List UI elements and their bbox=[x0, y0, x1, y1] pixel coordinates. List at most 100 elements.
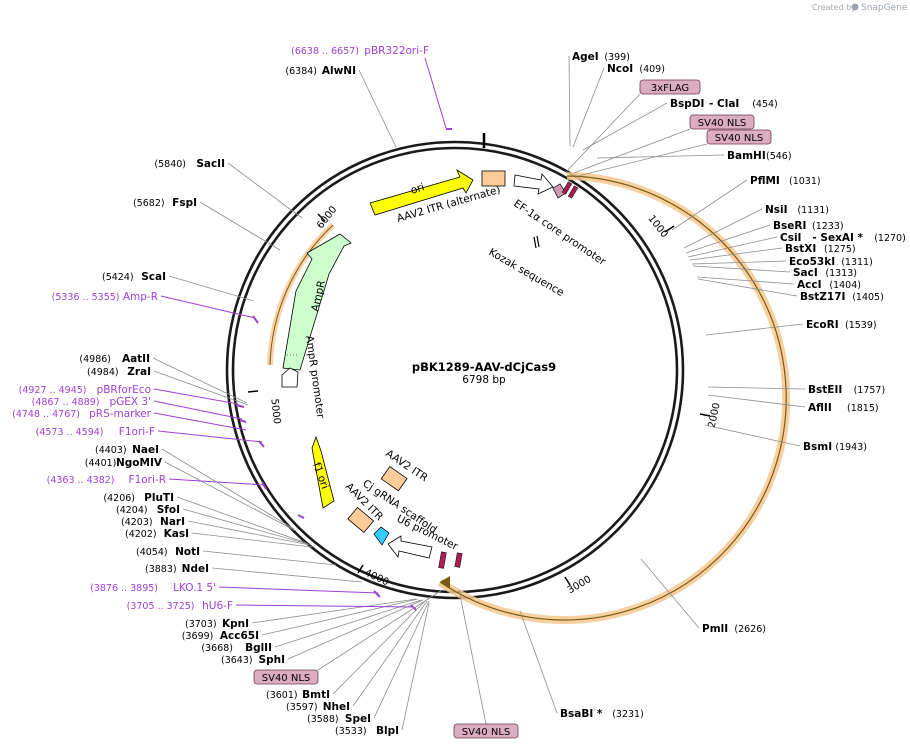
primer-label: pGEX 3'(4867 .. 4889) bbox=[32, 396, 151, 408]
svg-text:- SexAI *: - SexAI * bbox=[812, 232, 863, 244]
primer-label: hU6-F(3705 .. 3725) bbox=[127, 600, 233, 612]
svg-text:(3588): (3588) bbox=[307, 714, 339, 725]
svg-text:AgeI: AgeI bbox=[572, 51, 599, 63]
svg-text:(3883): (3883) bbox=[145, 564, 177, 575]
svg-text:BlpI: BlpI bbox=[376, 725, 399, 737]
site-label-kpni: KpnI(3703) bbox=[185, 618, 249, 630]
svg-text:(3876 .. 3895): (3876 .. 3895) bbox=[90, 583, 158, 594]
svg-text:3xFLAG: 3xFLAG bbox=[651, 83, 689, 94]
svg-text:F1ori-R: F1ori-R bbox=[129, 474, 166, 486]
svg-text:(1815): (1815) bbox=[847, 403, 879, 414]
svg-text:PflMI: PflMI bbox=[750, 175, 780, 187]
svg-text:(3699): (3699) bbox=[182, 631, 214, 642]
site-label-ndei: NdeI(3883) bbox=[145, 563, 209, 575]
feature-box-label: 3xFLAG bbox=[639, 79, 701, 95]
kozak-mark-2 bbox=[536, 235, 540, 248]
site-label-bsmi: BsmI(1943) bbox=[803, 441, 867, 453]
svg-text:SV40 NLS: SV40 NLS bbox=[715, 133, 764, 144]
svg-text:(4927 .. 4945): (4927 .. 4945) bbox=[19, 385, 87, 396]
svg-text:pBRforEco: pBRforEco bbox=[97, 384, 151, 396]
svg-text:(4401): (4401) bbox=[85, 458, 117, 469]
ef1a-arrow bbox=[513, 173, 554, 195]
site-label-nari: NarI(4203) bbox=[121, 516, 185, 528]
svg-text:(399): (399) bbox=[604, 52, 630, 63]
site-label-fspi: FspI(5682) bbox=[133, 197, 197, 209]
svg-text:(409): (409) bbox=[639, 64, 665, 75]
plasmid-name: pBK1289-AAV-dCjCas9 bbox=[412, 360, 556, 374]
ampr-promoter-label: AmpR promoter bbox=[303, 335, 327, 420]
svg-text:F1ori-F: F1ori-F bbox=[119, 426, 155, 438]
svg-text:(3705 .. 3725): (3705 .. 3725) bbox=[127, 601, 195, 612]
cas9-line bbox=[439, 175, 787, 621]
site-label-bglii: BglII(3668) bbox=[201, 642, 272, 654]
primer-label: F1ori-F(4573 .. 4594) bbox=[36, 426, 155, 438]
u6-mark bbox=[373, 526, 390, 546]
site-label-sacii: SacII(5840) bbox=[154, 158, 225, 170]
svg-text:(3601): (3601) bbox=[266, 690, 298, 701]
svg-text:BamHI: BamHI bbox=[727, 150, 766, 162]
aav2-itr-box-1 bbox=[380, 465, 408, 492]
svg-text:(5336 .. 5355): (5336 .. 5355) bbox=[52, 292, 120, 303]
site-label-bmti: BmtI(3601) bbox=[266, 689, 330, 701]
primer-label: Amp-R(5336 .. 5355) bbox=[52, 291, 158, 303]
ori-feature: ori bbox=[369, 168, 474, 216]
svg-text:SV40 NLS: SV40 NLS bbox=[262, 673, 311, 684]
left-highlight-line bbox=[269, 224, 334, 366]
site-label-naei: NaeI(4403) bbox=[95, 444, 159, 456]
site-label-zrai: ZraI(4984) bbox=[87, 366, 151, 378]
site-label-scai: ScaI(5424) bbox=[102, 271, 166, 283]
svg-text:(3643): (3643) bbox=[221, 655, 253, 666]
svg-text:NotI: NotI bbox=[175, 546, 200, 558]
svg-text:(1313): (1313) bbox=[825, 268, 857, 279]
svg-text:(1405): (1405) bbox=[852, 292, 884, 303]
svg-text:SphI: SphI bbox=[259, 654, 285, 666]
site-label-acc65i: Acc65I(3699) bbox=[182, 630, 259, 642]
svg-text:(4748 .. 4767): (4748 .. 4767) bbox=[12, 409, 80, 420]
svg-text:(5840): (5840) bbox=[154, 159, 186, 170]
leader-lines bbox=[152, 55, 806, 731]
site-label-blpi: BlpI(3533) bbox=[335, 725, 399, 737]
svg-text:BspDI: BspDI bbox=[670, 98, 704, 110]
svg-text:BsaBI *: BsaBI * bbox=[560, 708, 603, 720]
svg-text:(3668): (3668) bbox=[201, 643, 233, 654]
primer-label: pBRforEco (4927 .. 4945) bbox=[19, 384, 151, 396]
site-label-bsabi: BsaBI * (3231) bbox=[560, 708, 644, 720]
svg-text:(6638 .. 6657): (6638 .. 6657) bbox=[291, 46, 359, 57]
cas9-arrow-head bbox=[440, 576, 450, 588]
svg-text:Eco53kI: Eco53kI bbox=[789, 256, 835, 268]
credit-text: Created by bbox=[812, 3, 856, 12]
svg-text:(1270): (1270) bbox=[874, 233, 906, 244]
svg-text:SpeI: SpeI bbox=[345, 713, 371, 725]
svg-text:AlwNI: AlwNI bbox=[322, 65, 356, 77]
ampr-promoter-arrow bbox=[281, 367, 299, 388]
svg-text:(3231): (3231) bbox=[612, 709, 644, 720]
svg-text:LKO.1 5': LKO.1 5' bbox=[173, 582, 216, 594]
svg-text:NarI: NarI bbox=[160, 516, 185, 528]
primer-label: pRS-marker(4748 .. 4767) bbox=[12, 408, 152, 420]
tick-5000: 5000 bbox=[247, 390, 282, 425]
feature-box-label: SV40 NLS bbox=[689, 114, 755, 130]
svg-text:pBR322ori-F: pBR322ori-F bbox=[364, 45, 429, 57]
svg-text:FspI: FspI bbox=[172, 197, 197, 209]
site-label-nhei: NheI(3597) bbox=[286, 701, 350, 713]
svg-text:(4363 .. 4382): (4363 .. 4382) bbox=[47, 475, 115, 486]
svg-text:(4867 .. 4889): (4867 .. 4889) bbox=[32, 397, 100, 408]
kozak-label: Kozak sequence bbox=[487, 246, 566, 299]
nls-mark-3 bbox=[438, 551, 447, 569]
svg-text:(3703): (3703) bbox=[185, 619, 217, 630]
svg-text:(3597): (3597) bbox=[286, 702, 318, 713]
svg-text:(1031): (1031) bbox=[789, 176, 821, 187]
f1-ori-label: f1 ori bbox=[310, 461, 331, 491]
feature-box-label: SV40 NLS bbox=[253, 669, 319, 685]
svg-text:(1539): (1539) bbox=[845, 320, 877, 331]
credit-brand: SnapGene bbox=[861, 3, 908, 13]
svg-text:Amp-R: Amp-R bbox=[123, 291, 158, 303]
site-label-kasi: KasI(4202) bbox=[125, 528, 189, 540]
site-label-aflii: AflII(1815) bbox=[808, 402, 879, 414]
site-label-bstxi: BstXI(1275) bbox=[785, 243, 856, 255]
svg-text:(4986): (4986) bbox=[79, 354, 111, 365]
primer-label: F1ori-R (4363 .. 4382) bbox=[47, 474, 166, 486]
svg-text:(4206): (4206) bbox=[103, 493, 135, 504]
